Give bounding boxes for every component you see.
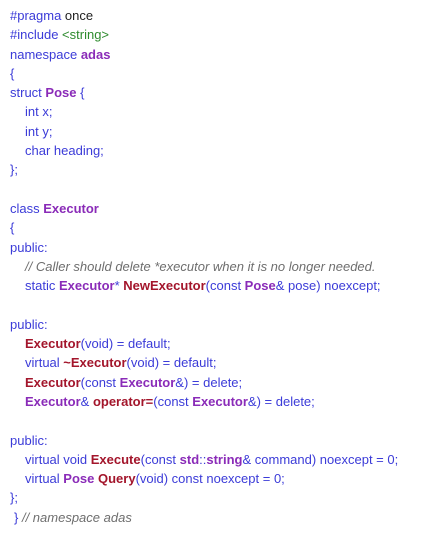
code-line: virtual void Execute(const std::string& … [10, 450, 447, 469]
code-token: Executor [25, 393, 81, 409]
code-token: (const [80, 374, 120, 390]
code-token: // Caller should delete *executor when i… [25, 258, 376, 274]
code-line [10, 411, 447, 430]
code-line: { [10, 218, 447, 237]
code-token: Executor [58, 278, 115, 294]
code-line: virtual ~Executor(void) = default; [10, 353, 447, 372]
code-line: int y; [10, 122, 447, 141]
code-line: #pragma once [10, 6, 447, 25]
code-token: int y; [25, 123, 53, 139]
code-token: public: [10, 239, 48, 255]
code-token: class [10, 200, 44, 216]
code-token: std [179, 451, 200, 467]
code-token: & command) noexcept = 0; [242, 451, 399, 467]
code-token: char heading; [25, 143, 104, 159]
code-line [10, 295, 447, 314]
code-line: }; [10, 488, 447, 507]
code-token: Executor [119, 374, 176, 390]
code-token: Pose [45, 85, 77, 101]
code-token: public: [10, 316, 48, 332]
code-token: Pose [63, 471, 98, 487]
code-token: { [10, 220, 15, 236]
code-line: class Executor [10, 199, 447, 218]
code-line: public: [10, 315, 447, 334]
code-token: namespace [10, 46, 81, 62]
code-token: { [76, 85, 85, 101]
code-token: :: [199, 451, 207, 467]
code-token: & [80, 393, 93, 409]
code-token: { [10, 65, 15, 81]
code-token: * [114, 278, 124, 294]
code-line: char heading; [10, 141, 447, 160]
code-token: static [25, 278, 59, 294]
code-token: &) = delete; [175, 374, 243, 390]
code-token: }; [10, 162, 18, 178]
code-token: } [14, 509, 22, 525]
code-token: Executor [25, 336, 81, 352]
code-token: NewExecutor [123, 278, 206, 294]
code-token: virtual [25, 471, 64, 487]
code-token: (void) const noexcept = 0; [135, 471, 285, 487]
code-line: struct Pose { [10, 83, 447, 102]
code-line: Executor(const Executor&) = delete; [10, 373, 447, 392]
code-token: virtual [25, 355, 64, 371]
code-token: (const [205, 278, 245, 294]
code-token: }; [10, 490, 18, 506]
code-line: Executor(void) = default; [10, 334, 447, 353]
code-line: virtual Pose Query(void) const noexcept … [10, 469, 447, 488]
code-line: public: [10, 238, 447, 257]
code-token: & pose) noexcept; [275, 278, 381, 294]
code-line [10, 180, 447, 199]
code-token: Pose [244, 278, 276, 294]
code-token: operator= [92, 393, 154, 409]
code-token: (const [140, 451, 180, 467]
code-token: &) = delete; [247, 393, 315, 409]
code-token: <string> [62, 27, 110, 43]
code-token: ~Executor [63, 355, 127, 371]
code-line: Executor& operator=(const Executor&) = d… [10, 392, 447, 411]
code-line: }; [10, 160, 447, 179]
code-line: #include <string> [10, 25, 447, 44]
code-token: Executor [192, 393, 248, 409]
code-token: #include [10, 27, 63, 43]
code-token: public: [10, 432, 48, 448]
code-line: { [10, 64, 447, 83]
code-line: int x; [10, 102, 447, 121]
code-token: adas [80, 46, 111, 62]
code-token: (void) = default; [80, 336, 171, 352]
code-token: (const [153, 393, 193, 409]
code-line: public: [10, 431, 447, 450]
code-token: Execute [90, 451, 141, 467]
code-token: once [61, 8, 94, 23]
code-line: } // namespace adas [10, 508, 447, 527]
code-line: static Executor* NewExecutor(const Pose&… [10, 276, 447, 295]
code-token: Executor [25, 374, 81, 390]
code-token: (void) = default; [126, 355, 217, 371]
code-token: string [206, 451, 243, 467]
code-token: int x; [25, 104, 53, 120]
code-token: #pragma [10, 8, 62, 23]
code-token: virtual void [25, 451, 91, 467]
code-token: Query [97, 471, 136, 487]
code-token: // namespace adas [21, 509, 132, 525]
code-token: Executor [43, 200, 99, 216]
code-line: // Caller should delete *executor when i… [10, 257, 447, 276]
code-line: namespace adas [10, 45, 447, 64]
code-token: struct [10, 85, 46, 101]
